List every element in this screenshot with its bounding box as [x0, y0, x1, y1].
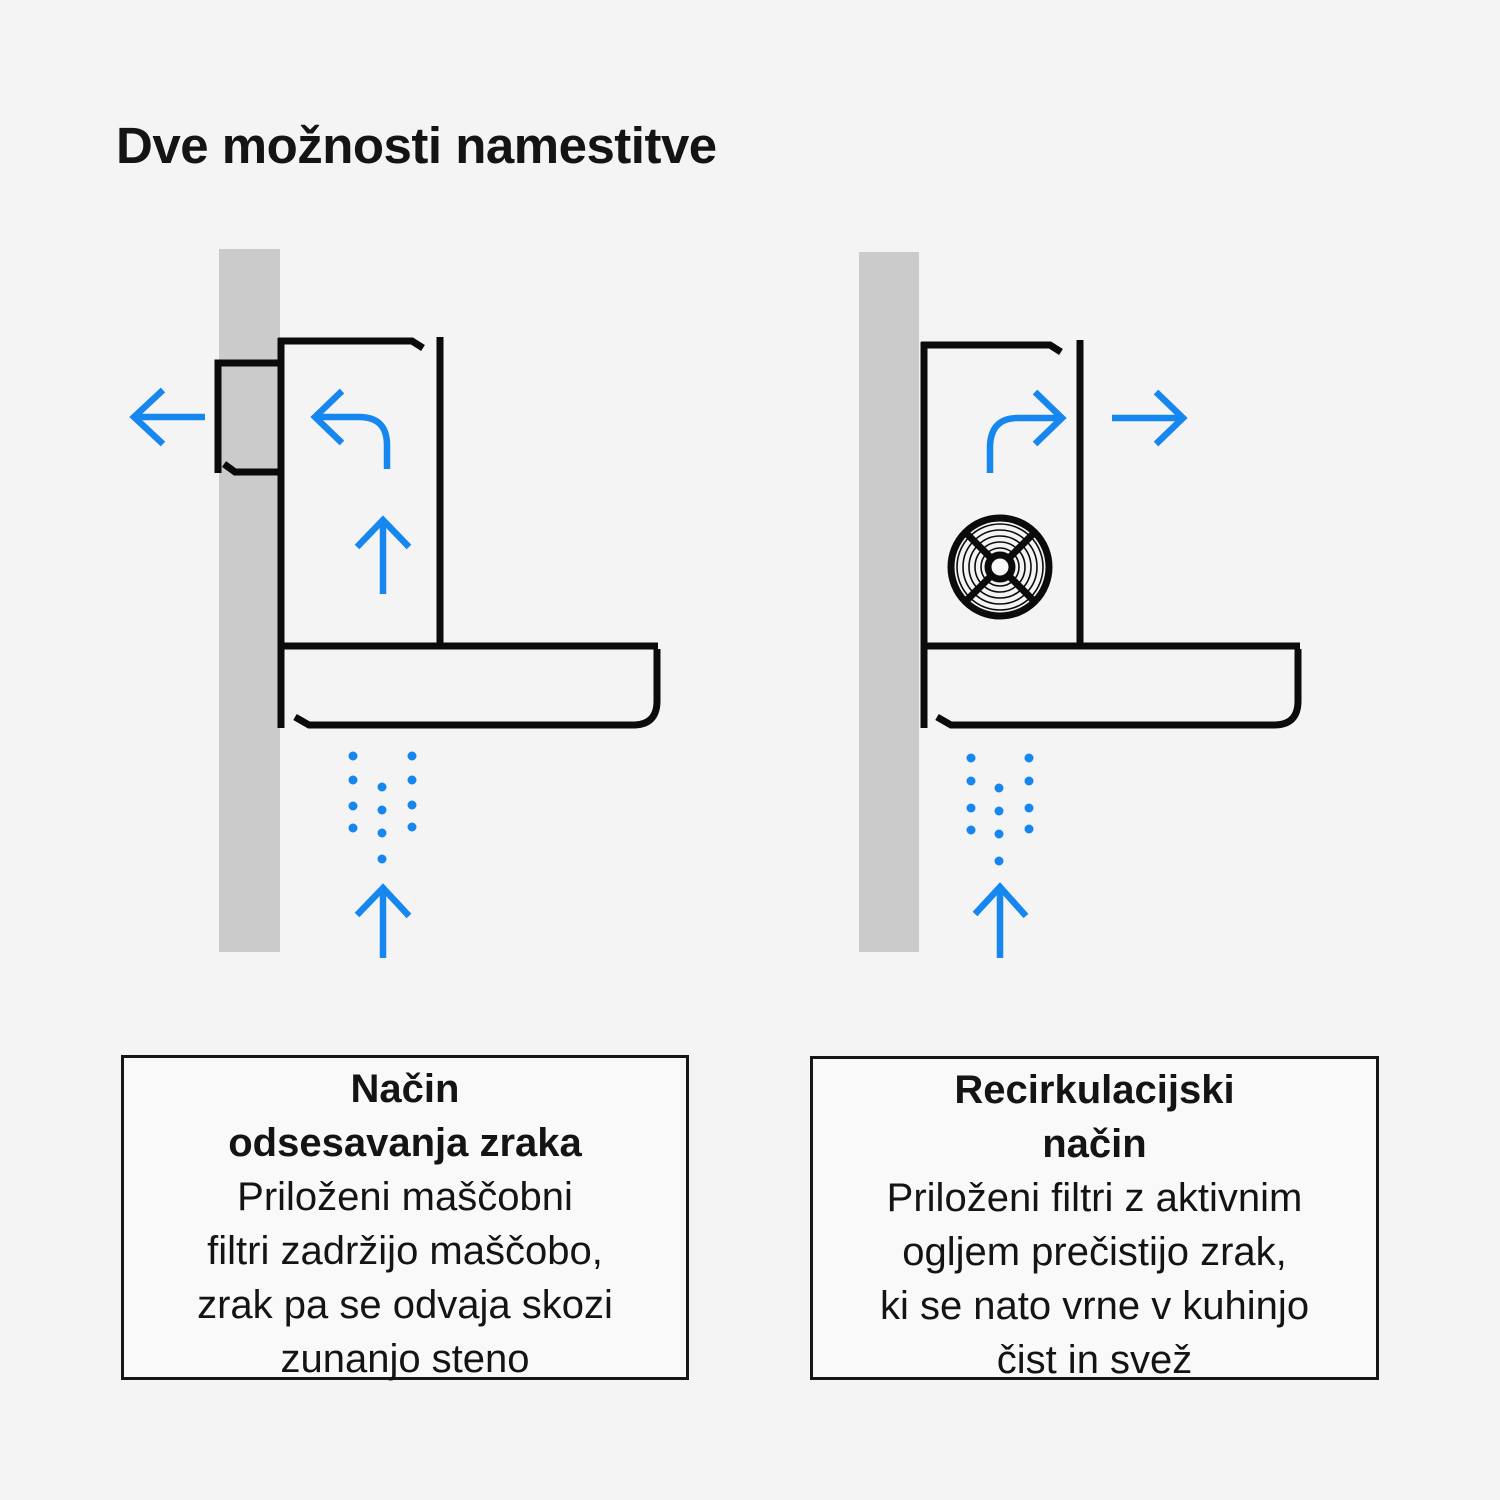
recirculation-mode-diagram [859, 252, 1302, 958]
panel-body-line: ki se nato vrne v kuhinjo [879, 1284, 1310, 1328]
left-arrow-icon [129, 387, 205, 447]
intake-up-arrow-icon [972, 882, 1029, 958]
wall [859, 252, 919, 952]
panel-heading-line: odsesavanja zraka [228, 1121, 582, 1165]
up-arrow-icon [354, 515, 412, 594]
hood-chimney [277, 337, 444, 728]
curved-right-arrow-icon [986, 389, 1067, 473]
panel-body-line: čist in svež [996, 1338, 1193, 1382]
panel-body-line: zrak pa se odvaja skozi [197, 1283, 613, 1327]
right-arrow-icon [1112, 389, 1188, 447]
panel-body-line: Priloženi filtri z aktivnim [886, 1176, 1303, 1220]
page-title: Dve možnosti namestitve [116, 117, 717, 174]
wall-duct [214, 359, 281, 476]
intake-up-arrow-icon [354, 883, 412, 958]
recirculation-mode-panel: Recirkulacijski način Priloženi filtri z… [810, 1056, 1379, 1382]
panel-heading-line: Način [350, 1067, 460, 1111]
panel-heading-line: način [1042, 1122, 1147, 1166]
hood-body [921, 642, 1302, 729]
panel-heading-line: Recirkulacijski [954, 1068, 1235, 1112]
fan-icon [947, 514, 1053, 620]
panel-body-line: ogljem prečistijo zrak, [902, 1230, 1287, 1274]
airflow-dots [348, 751, 417, 864]
panel-body-line: zunanjo steno [280, 1337, 530, 1381]
hood-chimney [920, 340, 1084, 728]
curved-left-arrow-icon [310, 388, 391, 469]
exhaust-mode-panel: Način odsesavanja zraka Priloženi maščob… [121, 1055, 689, 1381]
hood-body [278, 642, 661, 729]
wall [219, 249, 280, 952]
panel-body-line: filtri zadržijo maščobo, [207, 1229, 603, 1273]
airflow-dots [966, 753, 1034, 866]
exhaust-mode-diagram [129, 249, 661, 958]
panel-body-line: Priloženi maščobni [237, 1175, 573, 1219]
